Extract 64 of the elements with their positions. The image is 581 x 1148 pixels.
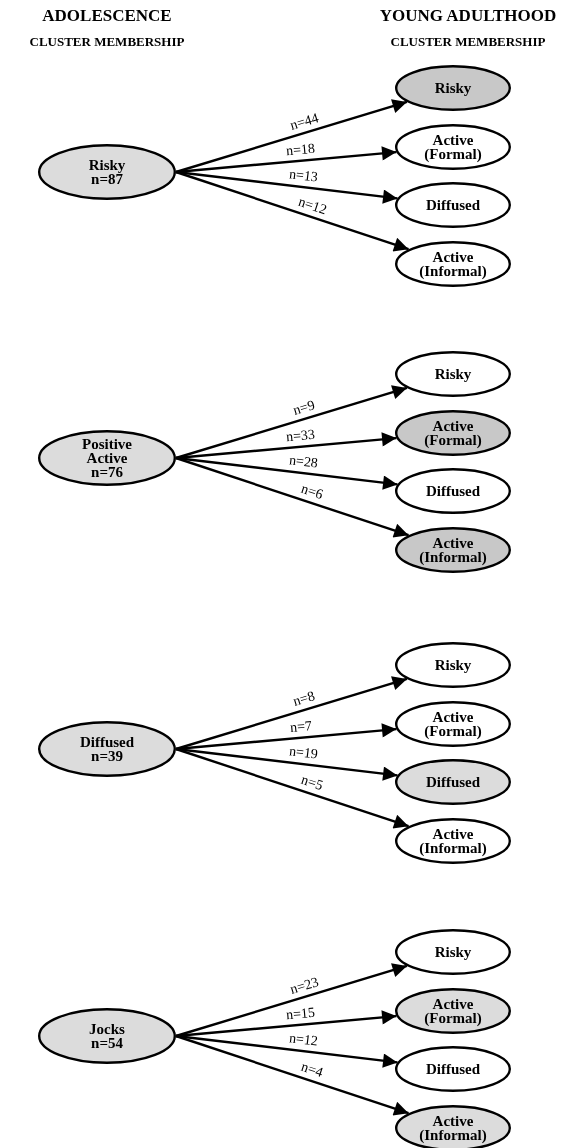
node-label: Active (Informal) [418,250,488,278]
arrow [175,747,398,781]
node-label: n=54 [91,1036,123,1050]
cluster-ellipse [395,124,511,170]
cluster-ellipse [395,988,511,1034]
edge-label: n=33 [284,427,317,445]
node-label: n=39 [91,749,123,763]
cluster-ellipse [38,721,176,777]
column-heading: YOUNG ADULTHOOD [379,6,557,26]
node-label: Active (Informal) [418,536,488,564]
edge-label: n=18 [284,141,317,159]
arrow [175,1034,398,1068]
cluster-ellipse [395,701,511,747]
arrow [175,676,408,751]
arrow [175,456,409,538]
node-label: Risky [434,367,472,381]
node-label: Active (Formal) [423,419,483,447]
cluster-ellipse [395,642,511,688]
node-label: Risky [434,658,472,672]
node-label: Active (Informal) [418,1114,488,1142]
cluster-ellipse [395,468,511,514]
node-label: Active (Informal) [418,827,488,855]
node-label: Active (Formal) [423,997,483,1025]
cluster-ellipse [395,410,511,456]
arrow [175,170,409,252]
column-heading: CLUSTER MEMBERSHIP [390,34,546,50]
node-label: Risky [434,81,472,95]
arrow [175,963,408,1038]
column-heading: CLUSTER MEMBERSHIP [29,34,185,50]
arrow [175,747,409,829]
edge-label: n=8 [290,688,318,709]
node-label: Jocks [89,1022,125,1036]
edge-label: n=15 [284,1005,317,1023]
cluster-ellipse [395,65,511,111]
cluster-ellipse [395,241,511,287]
edge-label: n=7 [288,718,314,735]
cluster-ellipse [38,1008,176,1064]
node-label: Active (Formal) [423,133,483,161]
arrow [175,385,408,460]
arrow [175,456,398,490]
cluster-ellipse [395,818,511,864]
cluster-ellipse [395,759,511,805]
cluster-ellipse [38,430,176,486]
cluster-ellipse [395,527,511,573]
node-label: Diffused [425,1062,481,1076]
edge-label: n=44 [287,110,322,133]
node-label: Diffused [425,198,481,212]
edge-label: n=23 [287,974,322,997]
cluster-ellipse [395,1046,511,1092]
cluster-ellipse [38,144,176,200]
arrow [175,170,398,204]
node-label: Risky [434,945,472,959]
cluster-ellipse [395,929,511,975]
arrow [175,99,408,174]
node-label: Diffused [425,775,481,789]
node-label: n=76 [91,465,123,479]
cluster-ellipse [395,182,511,228]
edge-label: n=9 [290,397,318,418]
cluster-ellipse [395,351,511,397]
arrow [175,1034,409,1116]
node-label: Active (Formal) [423,710,483,738]
column-heading: ADOLESCENCE [42,6,172,26]
node-label: Diffused [425,484,481,498]
node-label: Diffused [79,735,135,749]
